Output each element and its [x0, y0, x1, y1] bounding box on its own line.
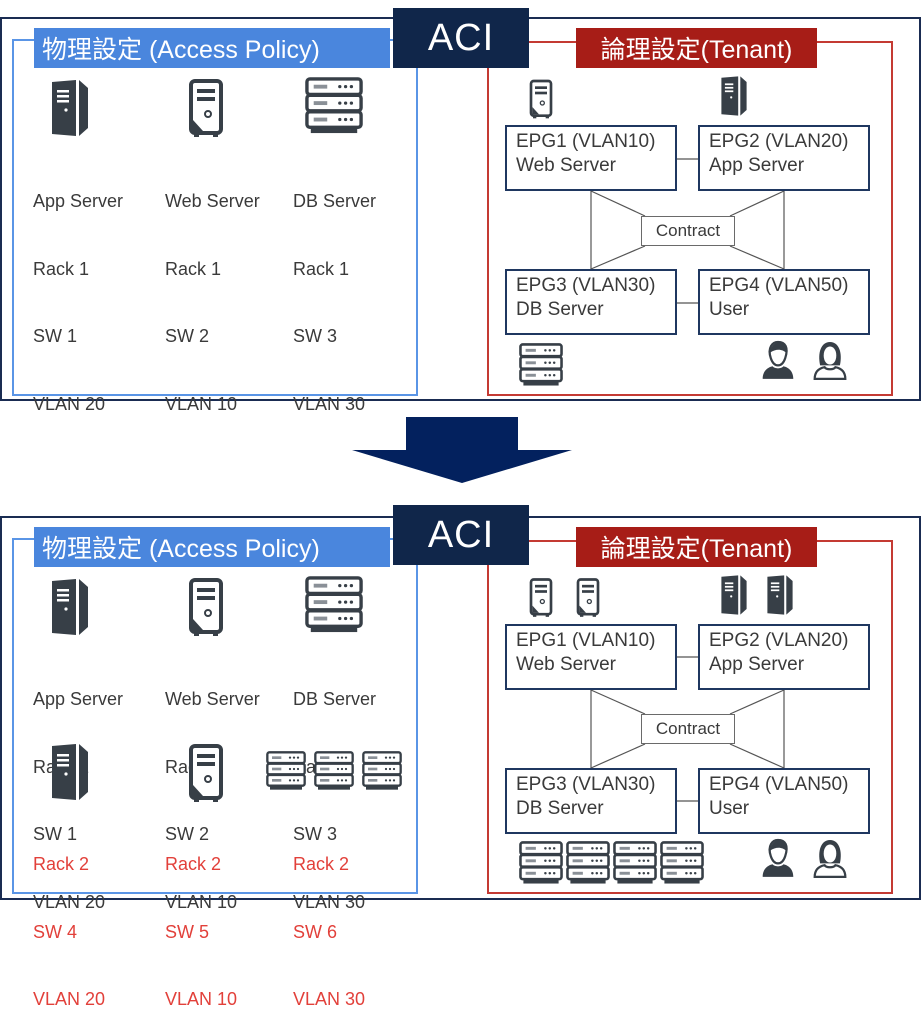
desktop-tower-icon [188, 78, 224, 138]
physical-title-before: 物理設定 (Access Policy) [34, 28, 390, 68]
server-switch: SW 5 [165, 921, 210, 942]
server-vlan: VLAN 30 [293, 393, 366, 414]
epg-role: User [709, 798, 750, 819]
user-male-icon [760, 340, 796, 380]
epg4-box-after[interactable]: EPG4 (VLAN50) User [698, 768, 870, 834]
rack-server-icon [566, 840, 610, 886]
server-rack: Rack 1 [165, 258, 222, 279]
server-info-web-added: Rack 2 SW 5 VLAN 10 [165, 808, 237, 1033]
rack-server-icon [305, 575, 363, 635]
aci-label-before: ACI [393, 8, 529, 68]
epg-id: EPG1 (VLAN10) [516, 131, 656, 152]
server-rack: Rack 1 [33, 258, 90, 279]
server-name: DB Server [293, 689, 377, 709]
physical-title-after: 物理設定 (Access Policy) [34, 527, 390, 567]
server-vlan: VLAN 10 [165, 393, 238, 414]
rack-server-icon [613, 840, 657, 886]
epg-role: App Server [709, 654, 805, 675]
server-rack: Rack 2 [293, 854, 350, 874]
server-switch: SW 1 [33, 326, 78, 346]
server-switch: SW 3 [293, 326, 338, 346]
rack-server-icon [519, 840, 563, 886]
server-switch: SW 1 [33, 824, 78, 844]
server-info-db-before: DB Server Rack 1 SW 3 VLAN 30 [293, 145, 376, 438]
logical-title-after: 論理設定(Tenant) [576, 527, 817, 567]
server-switch: SW 2 [165, 326, 210, 346]
logical-title-before: 論理設定(Tenant) [576, 28, 817, 68]
rack-server-icon [660, 840, 704, 886]
epg-role: App Server [709, 155, 805, 176]
server-info-web-before: Web Server Rack 1 SW 2 VLAN 10 [165, 145, 260, 438]
server-vlan: VLAN 20 [33, 393, 106, 414]
epg-id: EPG3 (VLAN30) [516, 275, 656, 296]
epg-role: User [709, 299, 750, 320]
rack-server-icon [362, 750, 402, 792]
server-name: DB Server [293, 191, 377, 211]
epg-id: EPG2 (VLAN20) [709, 131, 849, 152]
tower-server-icon [720, 74, 748, 118]
tower-server-icon [50, 577, 90, 637]
epg1-box-after[interactable]: EPG1 (VLAN10) Web Server [505, 624, 677, 690]
tower-server-icon [766, 572, 794, 618]
desktop-tower-icon [188, 577, 224, 637]
user-female-icon [812, 340, 848, 380]
epg1-box-before[interactable]: EPG1 (VLAN10) Web Server [505, 125, 677, 191]
server-info-app-added: Rack 2 SW 4 VLAN 20 [33, 808, 105, 1033]
desktop-tower-icon [576, 575, 600, 620]
epg-id: EPG4 (VLAN50) [709, 774, 849, 795]
epg-role: DB Server [516, 798, 604, 819]
server-vlan: VLAN 10 [165, 989, 238, 1009]
epg-id: EPG2 (VLAN20) [709, 630, 849, 651]
server-switch: SW 4 [33, 921, 78, 942]
epg-role: Web Server [516, 155, 616, 176]
contract-box-before[interactable]: Contract [641, 216, 735, 246]
server-rack: Rack 1 [293, 258, 350, 279]
server-switch: SW 3 [293, 824, 338, 844]
server-switch: SW 2 [165, 824, 210, 844]
server-info-app-before: App Server Rack 1 SW 1 VLAN 20 [33, 145, 123, 438]
server-rack: Rack 2 [165, 854, 222, 874]
server-info-db-added: Rack 2 SW 6 VLAN 30 [293, 808, 365, 1033]
epg-role: DB Server [516, 299, 604, 320]
rack-server-icon [314, 750, 354, 792]
rack-server-icon [305, 76, 363, 136]
desktop-tower-icon [529, 575, 553, 620]
epg3-box-before[interactable]: EPG3 (VLAN30) DB Server [505, 269, 677, 335]
server-vlan: VLAN 20 [33, 989, 106, 1009]
desktop-tower-icon [529, 78, 553, 120]
rack-server-icon [519, 342, 563, 388]
tower-server-icon [50, 742, 90, 802]
epg4-box-before[interactable]: EPG4 (VLAN50) User [698, 269, 870, 335]
server-vlan: VLAN 30 [293, 989, 366, 1009]
rack-server-icon [266, 750, 306, 792]
server-name: App Server [33, 191, 124, 211]
desktop-tower-icon [188, 743, 224, 803]
server-name: Web Server [165, 689, 260, 709]
contract-box-after[interactable]: Contract [641, 714, 735, 744]
server-rack: Rack 2 [33, 854, 90, 874]
epg2-box-after[interactable]: EPG2 (VLAN20) App Server [698, 624, 870, 690]
aci-label-after: ACI [393, 505, 529, 565]
server-switch: SW 6 [293, 921, 338, 942]
epg3-box-after[interactable]: EPG3 (VLAN30) DB Server [505, 768, 677, 834]
user-female-icon [812, 838, 848, 878]
server-name: App Server [33, 689, 124, 709]
server-name: Web Server [165, 191, 260, 211]
tower-server-icon [720, 572, 748, 618]
tower-server-icon [50, 78, 90, 138]
epg-id: EPG1 (VLAN10) [516, 630, 656, 651]
epg-id: EPG3 (VLAN30) [516, 774, 656, 795]
epg-id: EPG4 (VLAN50) [709, 275, 849, 296]
epg2-box-before[interactable]: EPG2 (VLAN20) App Server [698, 125, 870, 191]
epg-role: Web Server [516, 654, 616, 675]
user-male-icon [760, 838, 796, 878]
